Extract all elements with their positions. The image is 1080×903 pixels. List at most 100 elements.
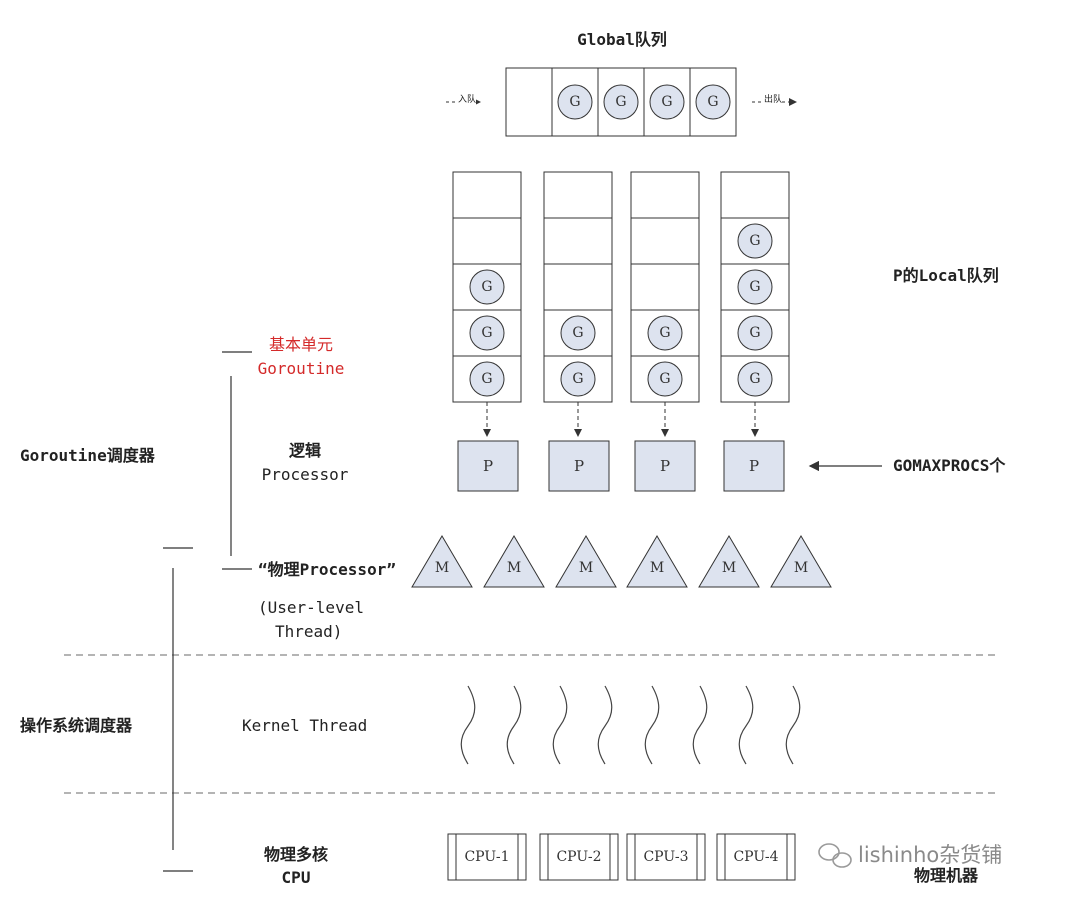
user-level-label-2: Thread) [275, 622, 343, 641]
cpu-box [626, 833, 706, 881]
kernel-thread-wave [644, 685, 660, 765]
global-queue-title: Global队列 [577, 30, 667, 49]
kernel-thread-wave [506, 685, 522, 765]
goroutine-circle [737, 361, 773, 397]
goroutine-circle [469, 315, 505, 351]
dequeue-label: 出队 [764, 94, 783, 106]
processor-box [457, 440, 519, 492]
local-queue-slot [630, 263, 700, 311]
goroutine-label: G [707, 94, 718, 110]
goroutine-circle [560, 361, 596, 397]
local-queue-slot [720, 171, 790, 219]
global-queue-slot [505, 67, 553, 137]
cpu-box [539, 833, 619, 881]
physical-machine-label: 物理机器 [914, 866, 979, 885]
goroutine-circle [695, 84, 731, 120]
user-level-label-1: (User-level [258, 598, 364, 617]
goroutine-label: G [615, 94, 626, 110]
goroutine-circle [649, 84, 685, 120]
enqueue-label: 入队 [458, 94, 477, 106]
processor-box [723, 440, 785, 492]
goroutine-label: G [659, 325, 670, 341]
local-queues: G G G G G G G G G G G [452, 171, 790, 403]
local-queue-slot [630, 171, 700, 219]
kernel-thread-wave [692, 685, 708, 765]
goroutine-label: G [572, 371, 583, 387]
local-queue-slot [452, 171, 522, 219]
machine-label: M [507, 560, 521, 576]
kernel-threads [460, 685, 801, 765]
local-queue-title: P的Local队列 [893, 266, 999, 285]
kernel-thread-wave [460, 685, 476, 765]
local-queue-slot [543, 217, 613, 265]
processor-box [634, 440, 696, 492]
logical-label-en: Processor [261, 465, 349, 484]
goroutine-label: G [481, 371, 492, 387]
local-queue-slot [543, 171, 613, 219]
goroutine-label: G [749, 279, 760, 295]
basic-unit-label-cn: 基本单元 [268, 335, 334, 354]
goroutine-circle [560, 315, 596, 351]
basic-unit-label-en: Goroutine [257, 359, 345, 378]
processor-label: P [660, 457, 670, 475]
local-queue-slot [452, 217, 522, 265]
machine-label: M [794, 560, 808, 576]
machine-triangle [555, 535, 617, 588]
machine-triangle [698, 535, 760, 588]
goroutine-label: G [481, 279, 492, 295]
machine-triangle [483, 535, 545, 588]
goroutine-circle [737, 315, 773, 351]
goroutine-label: G [572, 325, 583, 341]
machine-label: M [579, 560, 593, 576]
goroutine-label: G [661, 94, 672, 110]
goroutine-label: G [569, 94, 580, 110]
processor-label: P [483, 457, 493, 475]
machine-label: M [650, 560, 664, 576]
gomaxprocs-label: GOMAXPROCS个 [893, 456, 1006, 475]
processor-label: P [749, 457, 759, 475]
goroutine-circle [737, 223, 773, 259]
goroutine-circle [737, 269, 773, 305]
machine-triangle [411, 535, 473, 588]
machine-label: M [435, 560, 449, 576]
processor-box [548, 440, 610, 492]
kernel-thread-wave [597, 685, 613, 765]
goroutine-label: G [659, 371, 670, 387]
local-queue-slot [630, 217, 700, 265]
os-scheduler-label: 操作系统调度器 [20, 716, 133, 735]
watermark: lishinho杂货铺 [858, 843, 1003, 867]
goroutine-circle [603, 84, 639, 120]
cpu-label: CPU-4 [733, 849, 778, 865]
multicore-label-en: CPU [281, 868, 311, 887]
cpu-label: CPU-1 [464, 849, 509, 865]
goroutine-label: G [481, 325, 492, 341]
goroutine-label: G [749, 325, 760, 341]
machine-triangle [626, 535, 688, 588]
cpu-box [447, 833, 527, 881]
local-queue-slot [543, 263, 613, 311]
processor-label: P [574, 457, 584, 475]
cpu-label: CPU-3 [643, 849, 688, 865]
kernel-thread-wave [552, 685, 568, 765]
goroutine-circle [469, 361, 505, 397]
kernel-thread-wave [785, 685, 801, 765]
machine-label: M [722, 560, 736, 576]
machine-triangle [770, 535, 832, 588]
wechat-icon [818, 843, 852, 868]
kernel-thread-wave [738, 685, 754, 765]
goroutine-circle [647, 361, 683, 397]
goroutine-circle [557, 84, 593, 120]
goroutine-label: G [749, 371, 760, 387]
goroutine-circle [647, 315, 683, 351]
cpu-box [716, 833, 796, 881]
multicore-label-cn: 物理多核 [263, 845, 329, 864]
goroutine-scheduler-label: Goroutine调度器 [20, 446, 155, 465]
logical-label-cn: 逻辑 [288, 441, 322, 460]
goroutine-label: G [749, 233, 760, 249]
goroutine-circle [469, 269, 505, 305]
